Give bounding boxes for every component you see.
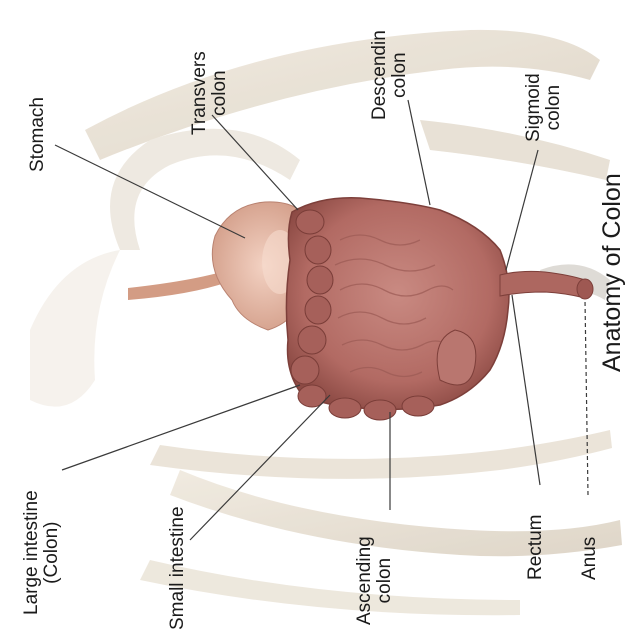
label-large-intestine: Large intestine (Colon) (22, 490, 62, 615)
label-ascending-colon: Ascending colon (355, 536, 395, 625)
label-transverse-colon: Transvers colon (190, 51, 230, 135)
diagram-title: Anatomy of Colon (598, 173, 627, 372)
label-descending-colon: Descendin colon (370, 30, 410, 120)
label-small-intestine: Small intestine (168, 506, 188, 630)
label-anus: Anus (580, 537, 600, 580)
leader-descending (408, 100, 430, 205)
leader-anus (585, 300, 588, 495)
label-rectum: Rectum (526, 515, 546, 580)
colon-organ (286, 198, 593, 420)
label-sigmoid-colon: Sigmoid colon (524, 73, 564, 142)
label-stomach: Stomach (28, 97, 48, 172)
leader-sigmoid (506, 150, 538, 270)
